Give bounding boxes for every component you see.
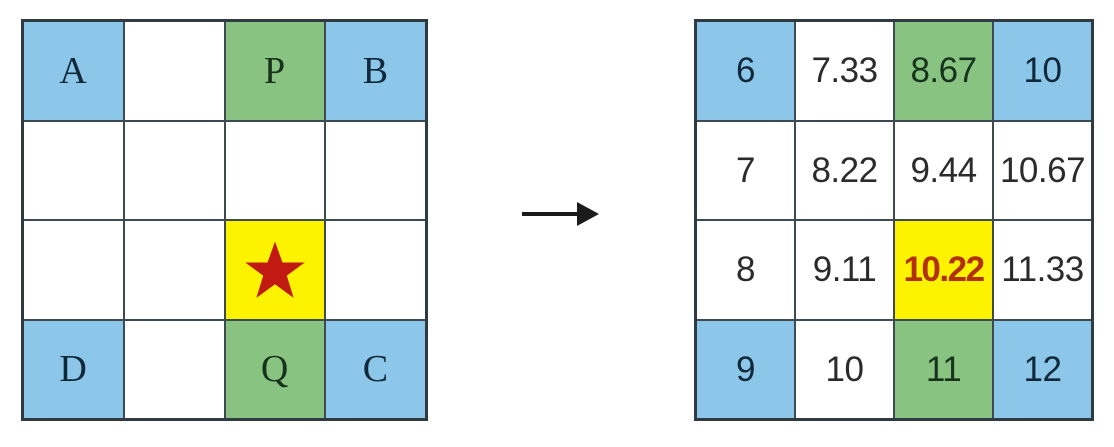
- star-icon: [244, 240, 306, 300]
- source-grid-cell-r1c4: B: [326, 22, 425, 120]
- source-grid-cell-r2c4: [326, 121, 425, 219]
- source-grid-cell-r3c1: [24, 221, 123, 319]
- result-grid-cell-r1c3: 8.67: [895, 22, 992, 120]
- source-grid-cell-r2c2: [124, 121, 224, 219]
- result-grid-cell-r1c4: 10: [994, 22, 1091, 120]
- result-grid-cell-r4c1: 9: [697, 320, 794, 418]
- source-grid-cell-r3c4: [326, 221, 425, 319]
- result-grid-cell-r3c3: 10.22: [895, 221, 992, 319]
- source-grid-cell-r2c3: [225, 121, 325, 219]
- result-grid-cell-r4c3: 11: [895, 320, 992, 418]
- source-grid-cell-r1c1: A: [24, 22, 123, 120]
- source-grid-cell-r4c2: [124, 320, 224, 418]
- result-grid-cell-r2c3: 9.44: [895, 121, 992, 219]
- source-grid-cell-r1c2: [124, 22, 224, 120]
- source-grid-cell-r4c1: D: [24, 320, 123, 418]
- source-grid-cell-r2c1: [24, 121, 123, 219]
- result-grid-cell-r4c2: 10: [796, 320, 893, 418]
- source-grid-cell-r1c3: P: [225, 22, 325, 120]
- source-grid-cell-r4c3: Q: [225, 320, 325, 418]
- result-grid-cell-r2c2: 8.22: [796, 121, 893, 219]
- result-grid-cell-r2c4: 10.67: [994, 121, 1091, 219]
- source-grid-cell-r3c3: [225, 221, 325, 319]
- result-grid-cell-r1c2: 7.33: [796, 22, 893, 120]
- source-grid-cell-r4c4: C: [326, 320, 425, 418]
- result-grid-cell-r3c4: 11.33: [994, 221, 1091, 319]
- result-grid-cell-r4c4: 12: [994, 320, 1091, 418]
- source-grid-cell-r3c2: [124, 221, 224, 319]
- result-grid-cell-r1c1: 6: [697, 22, 794, 120]
- right-arrow-icon: [515, 188, 605, 240]
- result-grid-cell-r3c1: 8: [697, 221, 794, 319]
- result-grid-cell-r3c2: 9.11: [796, 221, 893, 319]
- result-grid-cell-r2c1: 7: [697, 121, 794, 219]
